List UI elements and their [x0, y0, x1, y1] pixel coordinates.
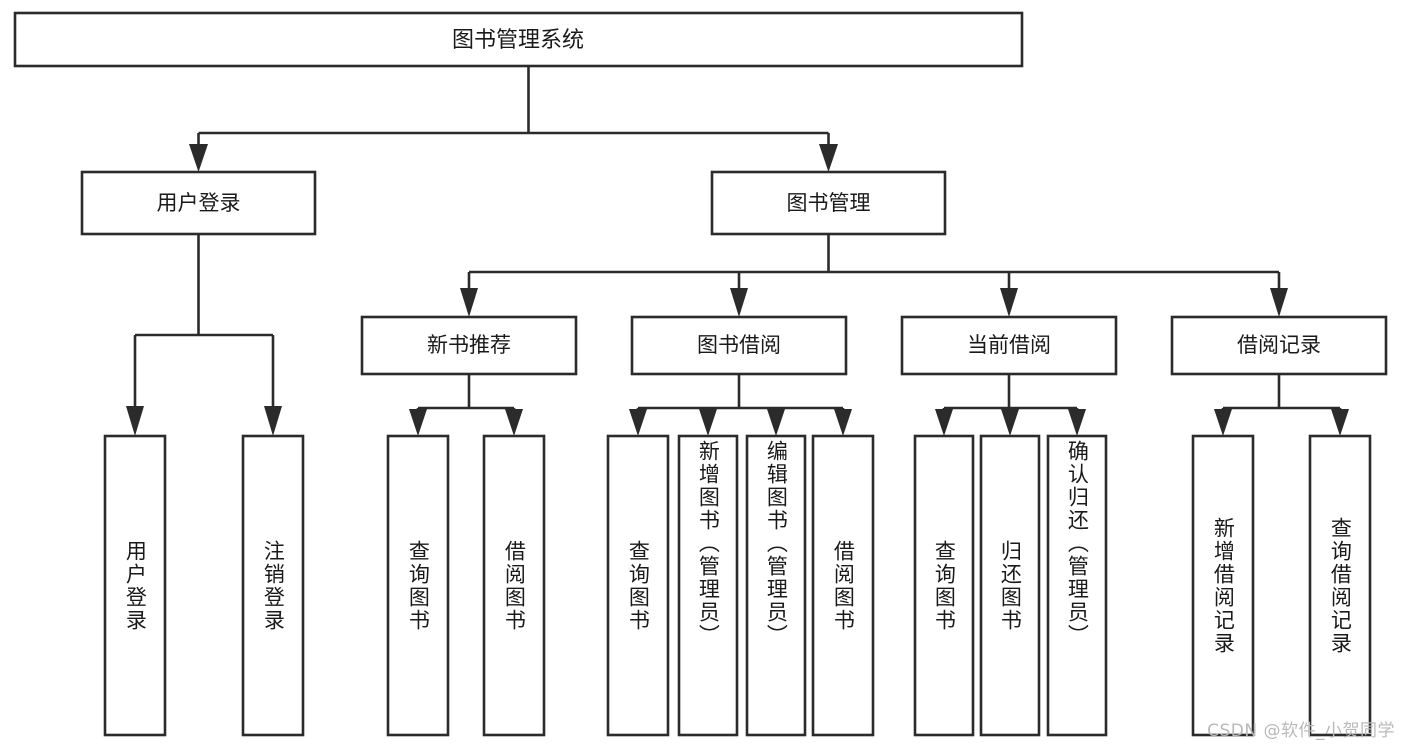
- node-root-box[interactable]: [13, 11, 1024, 68]
- arrow-head-new-book-leaf-1: [409, 409, 427, 436]
- node-user-login-box[interactable]: [80, 170, 317, 236]
- node-current-borrow-box[interactable]: [900, 315, 1118, 376]
- leaf-return-book-box[interactable]: [979, 434, 1041, 737]
- leaf-query-book-2-box[interactable]: [606, 434, 670, 737]
- leaf-user-login-box[interactable]: [103, 434, 167, 737]
- node-new-book-recommend-box[interactable]: [360, 315, 578, 376]
- arrow-head-borrow-record-leaf-1: [1214, 409, 1232, 436]
- leaf-query-record-box[interactable]: [1308, 434, 1372, 737]
- leaf-add-book-box[interactable]: [677, 434, 739, 737]
- node-borrow-record-label: 借阅记录: [1237, 333, 1321, 357]
- leaf-query-book-1-box[interactable]: [386, 434, 450, 737]
- leaf-query-book-3-box[interactable]: [913, 434, 975, 737]
- node-book-manage-label: 图书管理: [787, 191, 871, 215]
- leaf-borrow-book-1-box[interactable]: [482, 434, 546, 737]
- arrow-head-book-borrow-leaf-2: [699, 409, 717, 436]
- arrow-head-current-borrow-leaf-2: [1001, 409, 1019, 436]
- node-book-manage-box[interactable]: [710, 170, 947, 236]
- node-book-borrow-label: 图书借阅: [697, 333, 781, 357]
- watermark-text: CSDN @软件_小贺同学: [1207, 721, 1395, 741]
- node-book-borrow-box[interactable]: [630, 315, 848, 376]
- connector-layer: [126, 66, 1349, 436]
- leaf-borrow-book-2-box[interactable]: [811, 434, 875, 737]
- arrow-head-to-borrow-record: [1270, 288, 1288, 317]
- node-layer: 图书管理系统 用户登录 图书管理 新书推荐 图书借阅 当前借阅 借阅记录: [13, 11, 1388, 737]
- arrow-head-to-book-borrow: [730, 288, 748, 317]
- leaf-user-logout-box[interactable]: [241, 434, 305, 737]
- arrow-head-book-borrow-leaf-4: [834, 409, 852, 436]
- arrow-head-borrow-record-leaf-2: [1331, 409, 1349, 436]
- leaf-edit-book-box[interactable]: [745, 434, 807, 737]
- node-current-borrow-label: 当前借阅: [967, 333, 1051, 357]
- arrow-head-to-current-borrow: [1000, 288, 1018, 317]
- node-new-book-recommend-label: 新书推荐: [427, 333, 511, 357]
- leaf-add-record-box[interactable]: [1191, 434, 1255, 737]
- arrow-head-current-borrow-leaf-1: [935, 409, 953, 436]
- node-user-login-label: 用户登录: [157, 191, 241, 215]
- arrow-head-root-to-user-login: [189, 144, 208, 172]
- arrow-head-new-book-leaf-2: [505, 409, 523, 436]
- arrow-head-book-borrow-leaf-1: [629, 409, 647, 436]
- arrow-head-book-borrow-leaf-3: [767, 409, 785, 436]
- arrow-head-user-login-leaf-1: [126, 406, 144, 436]
- arrow-head-user-login-leaf-2: [264, 406, 282, 436]
- leaf-confirm-return-box[interactable]: [1046, 434, 1108, 737]
- arrow-head-current-borrow-leaf-3: [1068, 409, 1086, 436]
- node-root-label: 图书管理系统: [452, 28, 584, 53]
- arrow-head-to-new-book-recommend: [460, 288, 478, 317]
- node-borrow-record-box[interactable]: [1170, 315, 1388, 376]
- arrow-head-root-to-book-manage: [819, 144, 838, 172]
